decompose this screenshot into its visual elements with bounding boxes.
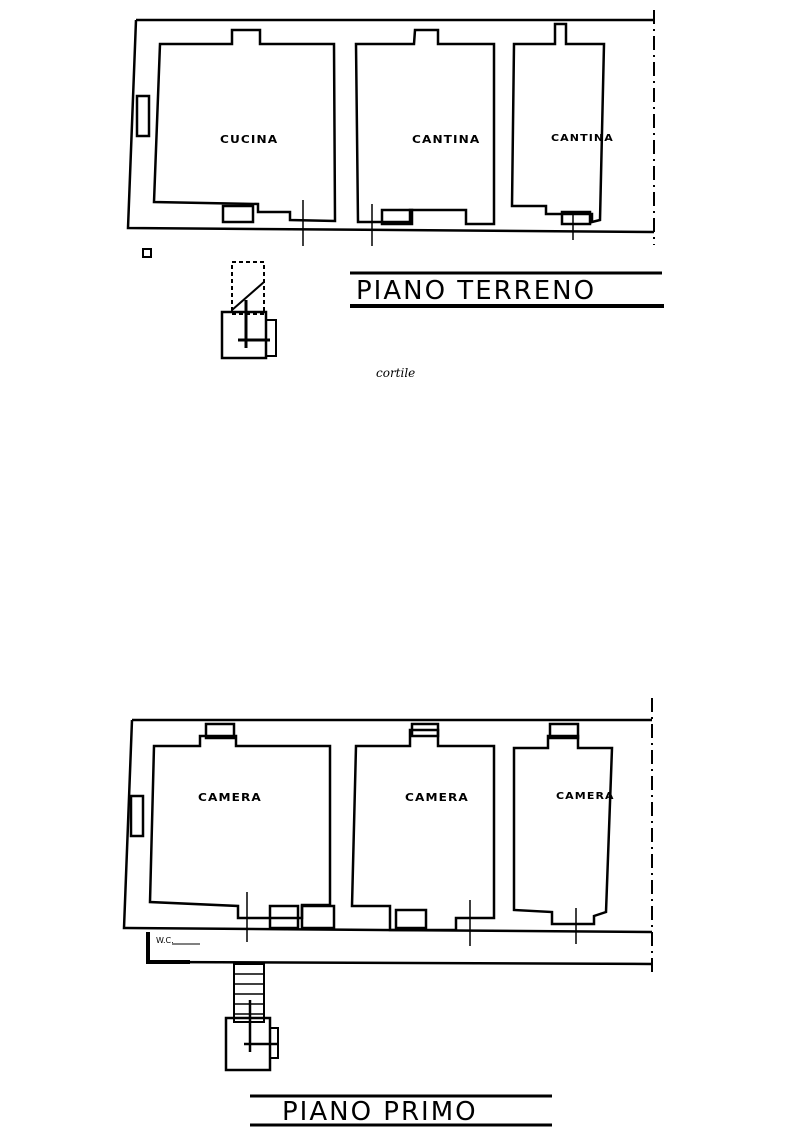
ground-floor-stair xyxy=(220,261,277,360)
wc-label: W.C. xyxy=(156,936,174,945)
ground-floor-plan xyxy=(126,10,664,360)
room-label-camera-1: CAMERA xyxy=(198,791,262,804)
room-label-camera-3: CAMERA xyxy=(556,791,615,802)
first-floor-plan xyxy=(122,698,653,1127)
room-label-cantina-1: CANTINA xyxy=(412,133,481,146)
courtyard-note: cortile xyxy=(376,366,416,380)
room-label-camera-2: CAMERA xyxy=(405,791,469,804)
first-floor-title: PIANO PRIMO xyxy=(282,1097,478,1127)
room-label-cucina: CUCINA xyxy=(220,133,279,146)
ground-floor-title: PIANO TERRENO xyxy=(356,276,597,306)
room-label-cantina-2: CANTINA xyxy=(551,133,614,144)
first-floor-stair xyxy=(224,963,279,1072)
